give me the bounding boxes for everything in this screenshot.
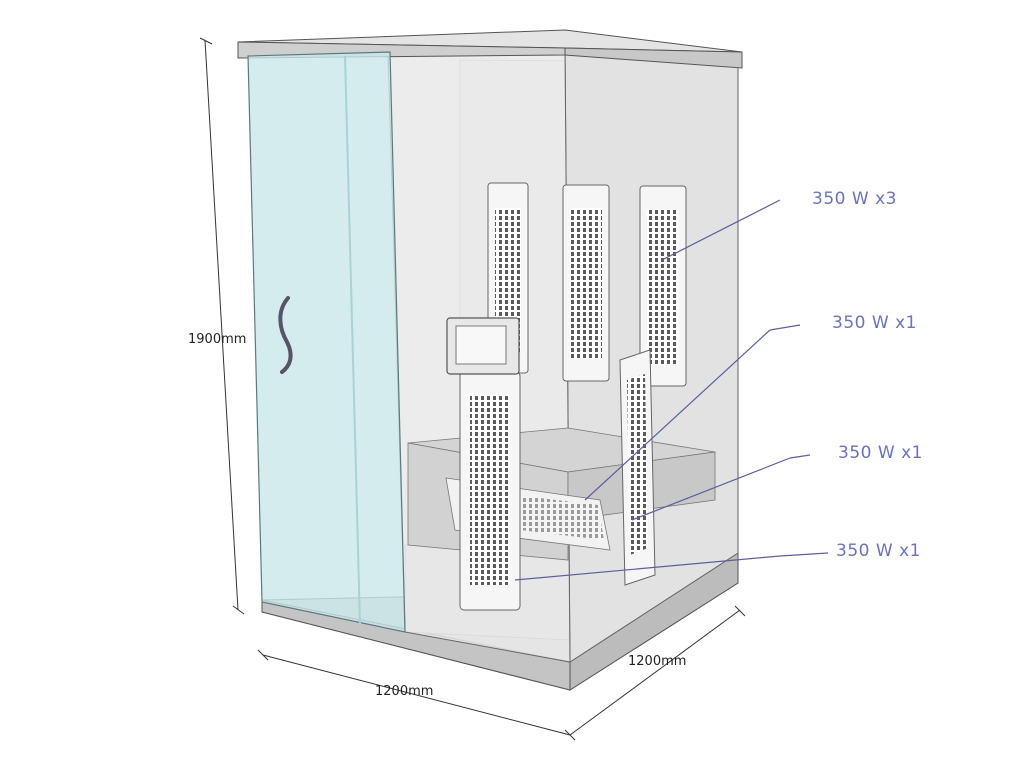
side-heater bbox=[619, 349, 656, 586]
width-dimension: 1200mm bbox=[375, 684, 433, 699]
height-dimension: 1900mm bbox=[188, 332, 246, 347]
heater-label-side: 350 W x1 bbox=[838, 443, 923, 463]
glass-door bbox=[247, 51, 406, 633]
back-heater-center bbox=[562, 184, 610, 382]
leader-lines bbox=[514, 199, 829, 581]
front-heater bbox=[459, 371, 521, 611]
control-panel-icon bbox=[446, 317, 520, 375]
heater-label-bench: 350 W x1 bbox=[832, 313, 917, 333]
depth-dimension: 1200mm bbox=[628, 654, 686, 669]
back-heaters bbox=[487, 182, 687, 387]
heater-label-back: 350 W x3 bbox=[812, 189, 897, 209]
dimension-lines bbox=[199, 37, 746, 741]
door-handle-icon bbox=[278, 296, 293, 374]
heater-label-front: 350 W x1 bbox=[836, 541, 921, 561]
back-heater-right bbox=[639, 185, 687, 387]
